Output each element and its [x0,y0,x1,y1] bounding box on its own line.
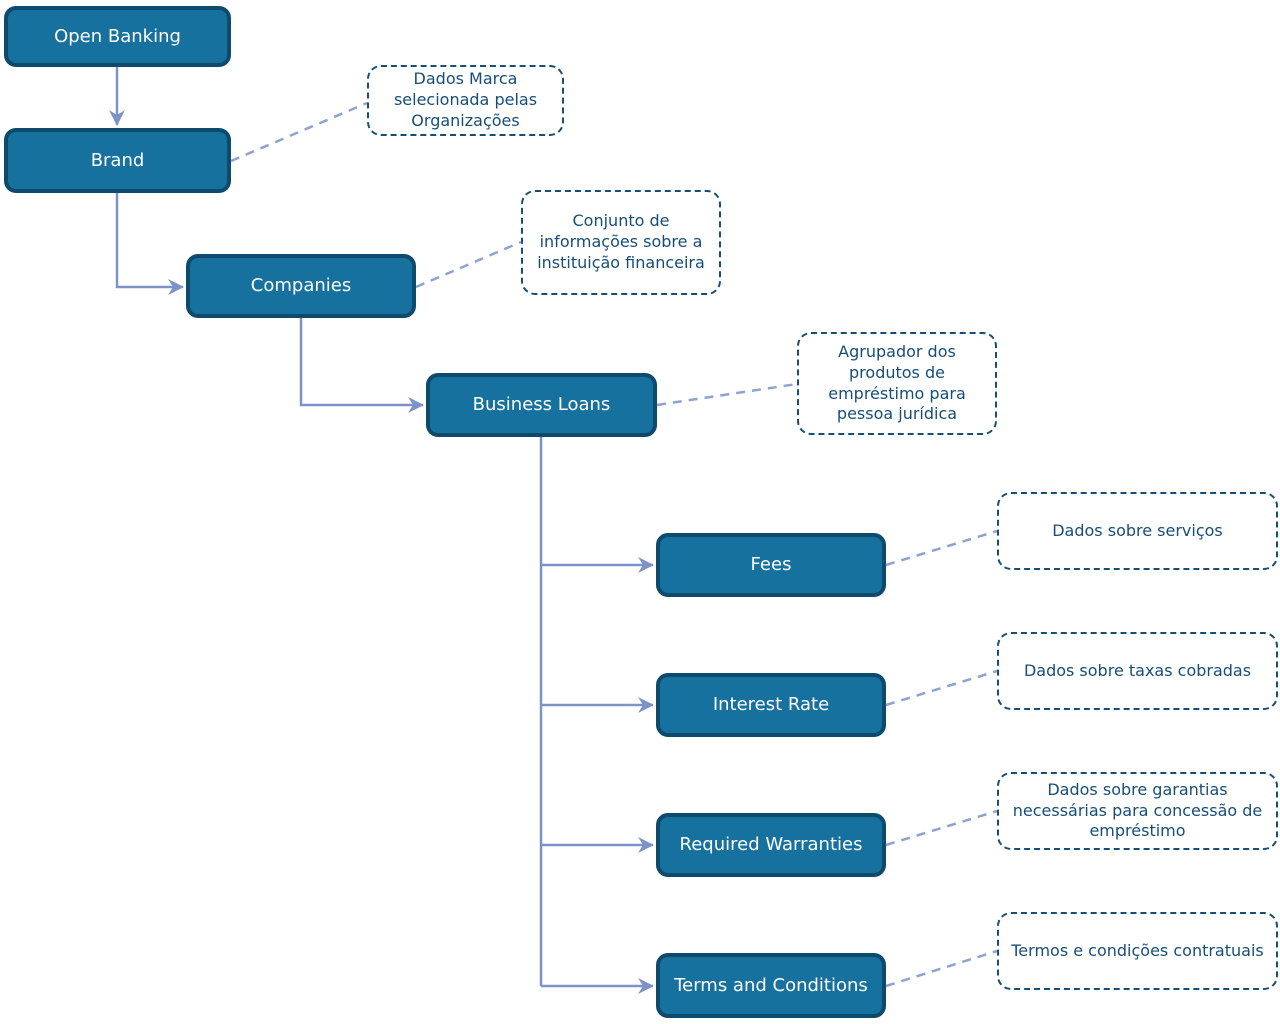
node-open-banking: Open Banking [4,6,231,67]
annotation-companies: Conjunto de informações sobre a institui… [521,190,721,295]
annotation-fees-text: Dados sobre serviços [1052,520,1223,540]
connector-companies-business-loans [299,318,424,413]
annotation-business-loans: Agrupador dos produtos de empréstimo par… [797,332,997,435]
node-interest-rate-label: Interest Rate [712,694,830,716]
annotation-required-warranties: Dados sobre garantias necessárias para c… [997,772,1278,850]
annotation-business-loans-text: Agrupador dos produtos de empréstimo par… [828,341,966,424]
node-companies-label: Companies [250,275,352,297]
annotation-terms-and-conditions-text: Termos e condições contratuais [1011,940,1264,960]
node-business-loans-label: Business Loans [472,394,611,416]
node-interest-rate: Interest Rate [656,673,886,737]
node-terms-and-conditions-label: Terms and Conditions [674,974,868,996]
annotation-interest-rate-text: Dados sobre taxas cobradas [1023,660,1252,680]
annotation-companies-text: Conjunto de informações sobre a institui… [537,211,705,272]
annotation-fees: Dados sobre serviços [997,492,1278,570]
node-required-warranties-label: Required Warranties [679,834,863,856]
dashed-link-companies-annotation [415,240,522,289]
dashed-link-fees-annotation [885,529,998,567]
node-terms-and-conditions: Terms and Conditions [656,953,886,1018]
node-brand-label: Brand [90,149,145,171]
node-required-warranties: Required Warranties [656,813,886,877]
annotation-brand: Dados Marca selecionada pelas Organizaçõ… [367,65,564,136]
annotation-brand-text: Dados Marca selecionada pelas Organizaçõ… [393,69,538,130]
node-fees: Fees [656,533,886,597]
annotation-terms-and-conditions: Termos e condições contratuais [997,912,1278,990]
dashed-link-interest-rate-annotation [885,669,998,707]
node-open-banking-label: Open Banking [54,25,181,47]
node-business-loans: Business Loans [426,373,657,437]
node-brand: Brand [4,128,231,193]
dashed-link-required-warranties-annotation [885,809,998,847]
dashed-link-business-loans-annotation [656,382,798,407]
annotation-required-warranties-text: Dados sobre garantias necessárias para c… [1012,779,1263,841]
dashed-link-brand-annotation [230,101,368,163]
annotation-interest-rate: Dados sobre taxas cobradas [997,632,1278,710]
connector-brand-companies [115,193,184,295]
node-fees-label: Fees [750,554,792,576]
dashed-link-terms-and-conditions-annotation [885,949,998,988]
node-companies: Companies [186,254,416,318]
